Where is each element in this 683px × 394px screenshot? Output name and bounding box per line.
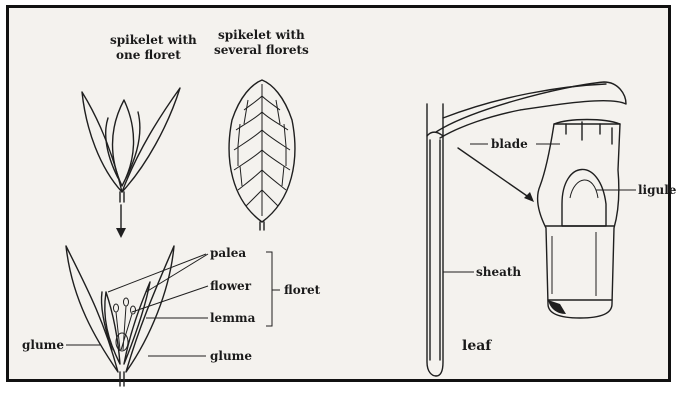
- label-floret: floret: [284, 283, 321, 297]
- spikelet-one-floret-drawing: [82, 88, 180, 202]
- stem-and-leaf-drawing: [427, 82, 626, 376]
- label-glume-left: glume: [22, 338, 64, 352]
- label-spikelet-one-line1: spikelet with: [110, 33, 197, 47]
- label-ligule: ligule: [638, 183, 677, 197]
- down-arrow: [116, 205, 126, 238]
- label-spikelet-several-line2: several florets: [214, 43, 309, 57]
- label-spikelet-one-line2: one floret: [116, 48, 181, 62]
- label-flower: flower: [210, 279, 252, 293]
- dissected-floret-drawing: [66, 246, 174, 386]
- spikelet-several-florets-drawing: [229, 80, 295, 230]
- label-blade: blade: [491, 137, 528, 151]
- label-leaf: leaf: [462, 338, 492, 354]
- label-glume-right: glume: [210, 349, 252, 363]
- label-lemma: lemma: [210, 311, 256, 325]
- leaf-leader-lines: [443, 144, 636, 272]
- label-palea: palea: [210, 246, 246, 260]
- label-spikelet-several-line1: spikelet with: [218, 28, 305, 42]
- label-sheath: sheath: [476, 265, 521, 279]
- enlarged-ligule-drawing: [538, 120, 620, 319]
